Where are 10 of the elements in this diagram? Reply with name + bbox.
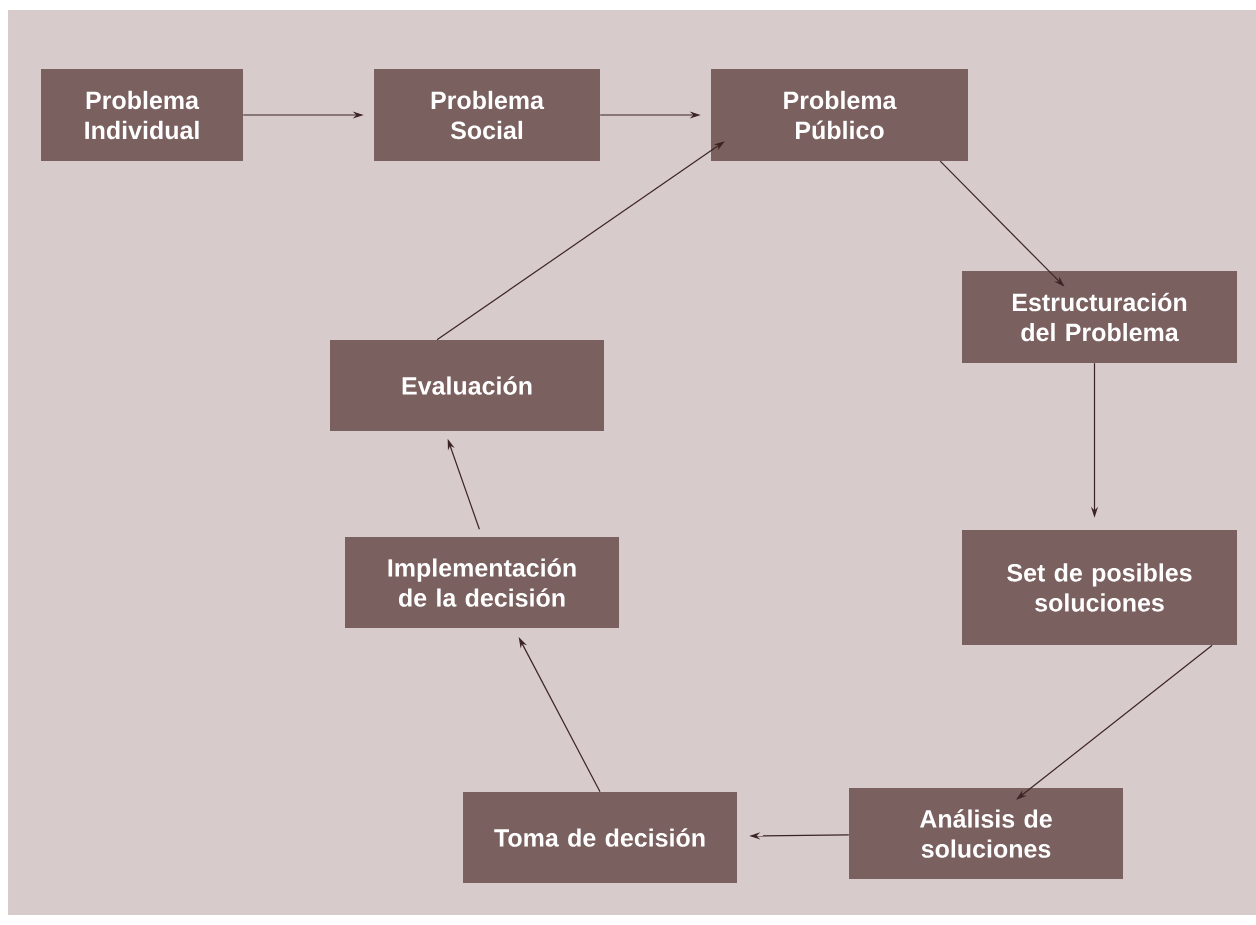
process-box: Análisis de soluciones — [849, 788, 1123, 879]
process-box: Implementación de la decisión — [345, 537, 619, 628]
process-box: Problema Individual — [41, 69, 243, 161]
process-box: Set de posibles soluciones — [962, 530, 1237, 645]
process-box: Toma de decisión — [463, 792, 737, 883]
process-box: Evaluación — [330, 340, 604, 431]
arrow — [1016, 644, 1213, 800]
process-box: Problema Social — [374, 69, 600, 161]
process-box: Estructuración del Problema — [962, 271, 1237, 363]
process-box: Problema Público — [711, 69, 968, 161]
